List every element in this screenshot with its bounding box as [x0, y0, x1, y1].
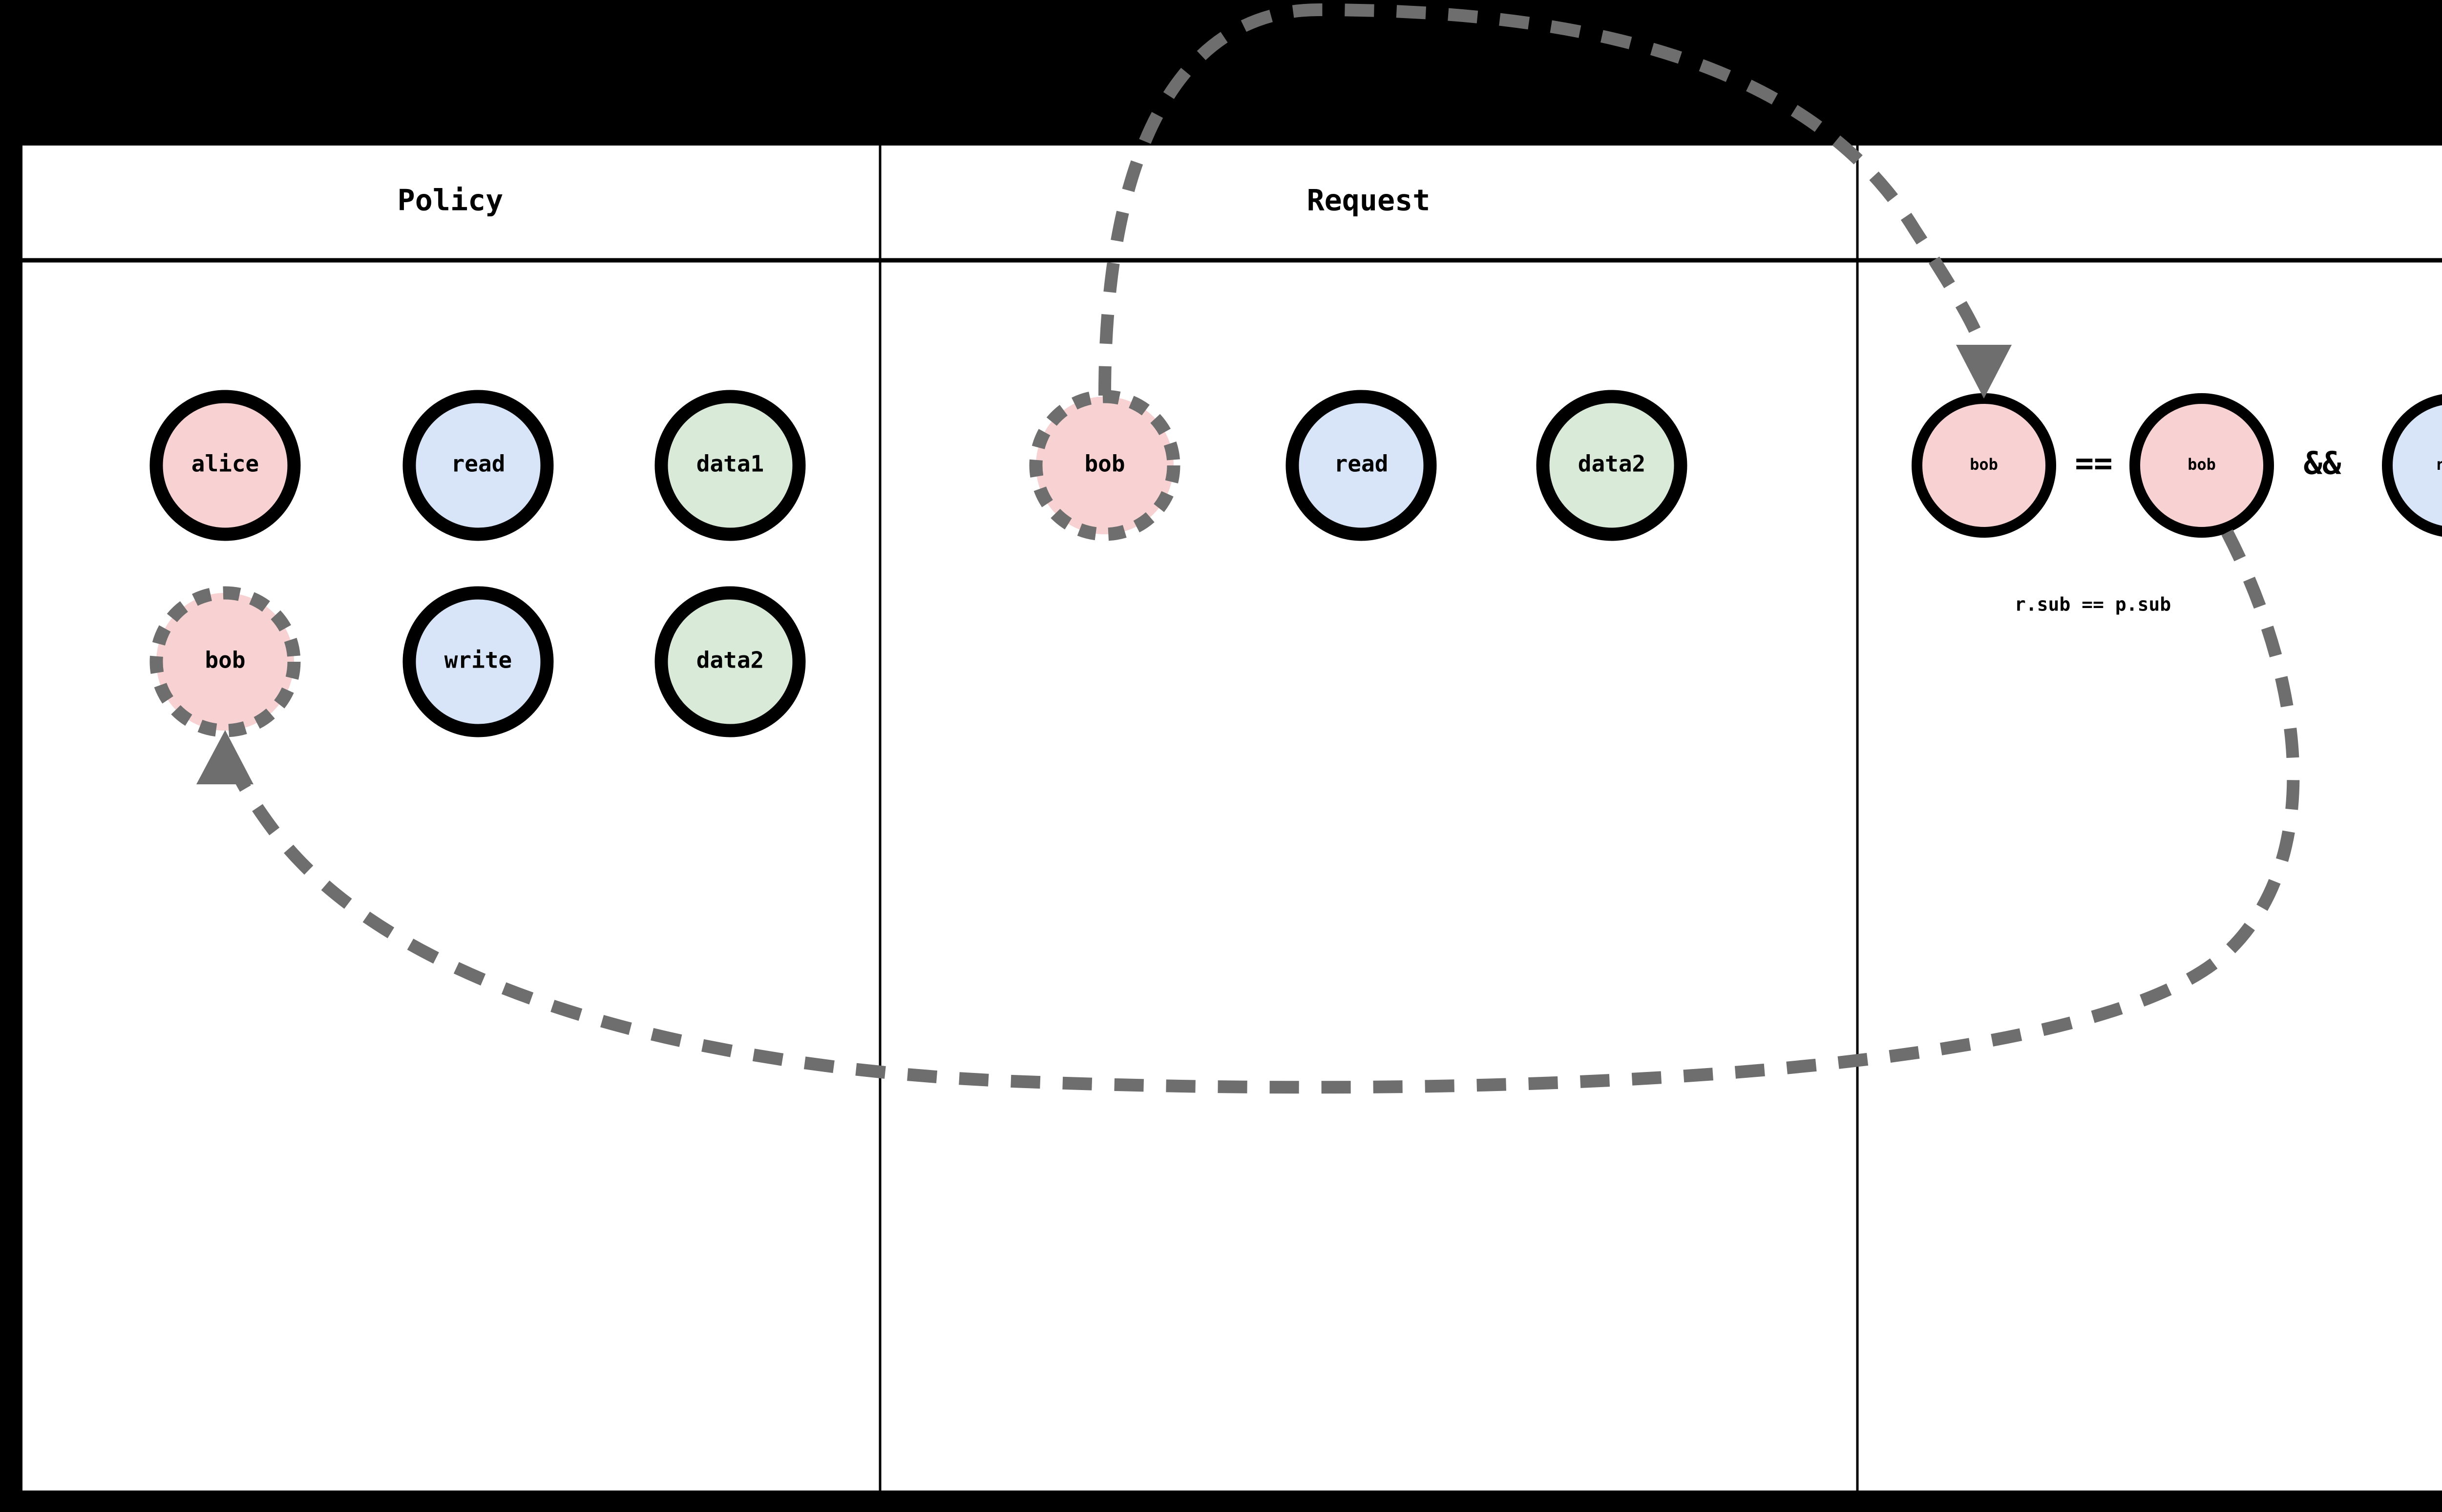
arrow-matching-to-policy-path [220, 529, 2300, 1094]
panel-frame [20, 143, 2442, 1493]
matching-group-sub: bob == bob && r.sub == p.sub [1912, 393, 2341, 615]
arrow-request-to-matching [1098, 3, 2012, 399]
matching-sub-left-label: bob [1970, 455, 1998, 474]
policy-node-write-label: write [444, 647, 512, 673]
policy-node-bob-fill [156, 593, 294, 731]
request-node-bob[interactable] [1029, 390, 1180, 541]
policy-node-data1-label: data1 [696, 451, 764, 477]
matching-group-act: read == read && r.act == p.act [2382, 394, 2442, 537]
request-node-bob-fill [1036, 397, 1174, 534]
column-title-policy: Policy [398, 184, 504, 218]
policy-node-data1[interactable] [654, 390, 806, 541]
policy-node-data2[interactable] [654, 586, 806, 737]
policy-node-read[interactable] [402, 390, 554, 541]
policy-node-bob[interactable] [149, 586, 301, 737]
matching-sub-operator: == [2075, 446, 2112, 482]
request-node-bob-label: bob [1084, 451, 1125, 477]
request-node-data2[interactable] [1536, 390, 1687, 541]
arrow-request-to-matching-path [1098, 3, 1990, 396]
arrow-head-down-icon [1956, 345, 2012, 399]
policy-node-alice-label: alice [191, 451, 259, 477]
matching-sub-right-node[interactable] [2129, 393, 2274, 538]
matching-joiner-1: && [2303, 446, 2341, 482]
request-row: bob read data2 [1029, 390, 1687, 541]
request-node-read-label: read [1334, 451, 1389, 477]
matching-sub-caption: r.sub == p.sub [2015, 594, 2171, 615]
policy-node-bob-label: bob [205, 647, 245, 673]
request-node-read[interactable] [1285, 390, 1437, 541]
policy-node-read-label: read [451, 451, 505, 477]
matching-sub-right-label: bob [2188, 455, 2216, 474]
request-node-data2-label: data2 [1578, 451, 1645, 477]
policy-node-data2-label: data2 [696, 647, 764, 673]
policy-row-2: bob write data2 [149, 586, 806, 737]
policy-row-1: alice read data1 [149, 390, 806, 541]
matching-act-left-label: read [2435, 455, 2442, 474]
arrow-matching-to-policy [196, 529, 2300, 1094]
policy-node-write[interactable] [402, 586, 554, 737]
arrow-head-up-icon [196, 730, 253, 784]
panel-background [21, 144, 2442, 1492]
matching-act-left-node[interactable] [2382, 394, 2442, 537]
policy-node-alice[interactable] [149, 390, 301, 541]
column-title-request: Request [1307, 184, 1431, 218]
